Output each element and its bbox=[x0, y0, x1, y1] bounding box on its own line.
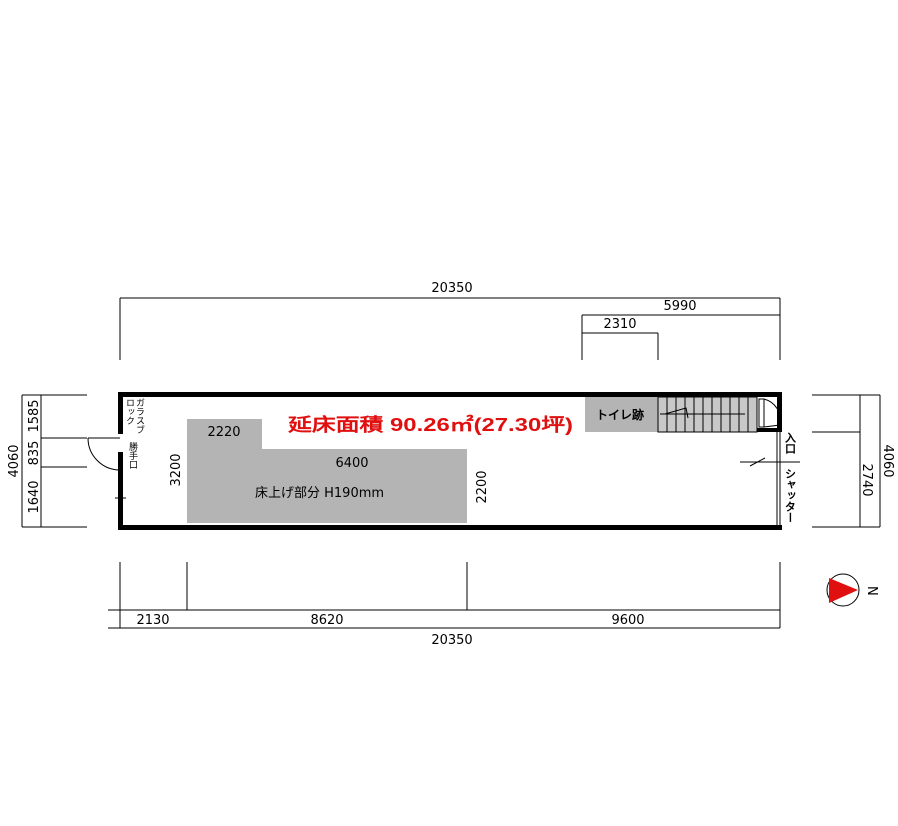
dim-left-bottom: 1640 bbox=[27, 480, 42, 513]
north-label: N bbox=[864, 586, 879, 596]
toilet-area bbox=[585, 397, 658, 432]
dim-left-mid: 835 bbox=[27, 441, 42, 466]
dim-top-right: 5990 bbox=[663, 299, 696, 314]
dim-bottom-left: 2130 bbox=[136, 613, 169, 628]
dim-raised-width: 2220 bbox=[207, 425, 240, 440]
dim-top-sub: 2310 bbox=[603, 317, 636, 332]
dim-left-top: 1585 bbox=[27, 399, 42, 432]
entrance-label: 入口 bbox=[784, 432, 797, 455]
glass-block-label: ガラスブロック bbox=[124, 398, 144, 434]
dim-left-total: 4060 bbox=[7, 444, 22, 477]
raised-floor-area bbox=[187, 419, 467, 523]
floor-area-title: 延床面積 90.26㎡(27.30坪) bbox=[287, 414, 573, 435]
raised-floor-label: 床上げ部分 H190mm bbox=[255, 486, 384, 501]
side-door-label: 勝手口 bbox=[127, 442, 137, 469]
dim-bottom-mid: 8620 bbox=[310, 613, 343, 628]
dim-right-total: 4060 bbox=[880, 444, 895, 477]
dim-raised-length: 6400 bbox=[335, 456, 368, 471]
dimension-lines bbox=[21, 297, 881, 629]
dim-top-total: 20350 bbox=[431, 281, 472, 296]
walls bbox=[118, 392, 782, 530]
dim-right-sub: 2740 bbox=[859, 463, 874, 496]
north-arrow: N bbox=[826, 573, 879, 607]
dim-bottom-right: 9600 bbox=[611, 613, 644, 628]
stairs bbox=[657, 396, 758, 433]
dim-bottom-total: 20350 bbox=[431, 633, 472, 648]
shutter-label: シャッター bbox=[784, 468, 797, 523]
dim-raised-depth-right: 2200 bbox=[475, 470, 490, 503]
toilet-label: トイレ跡 bbox=[596, 407, 644, 422]
doors bbox=[87, 398, 800, 499]
dim-raised-depth-left: 3200 bbox=[169, 453, 184, 486]
